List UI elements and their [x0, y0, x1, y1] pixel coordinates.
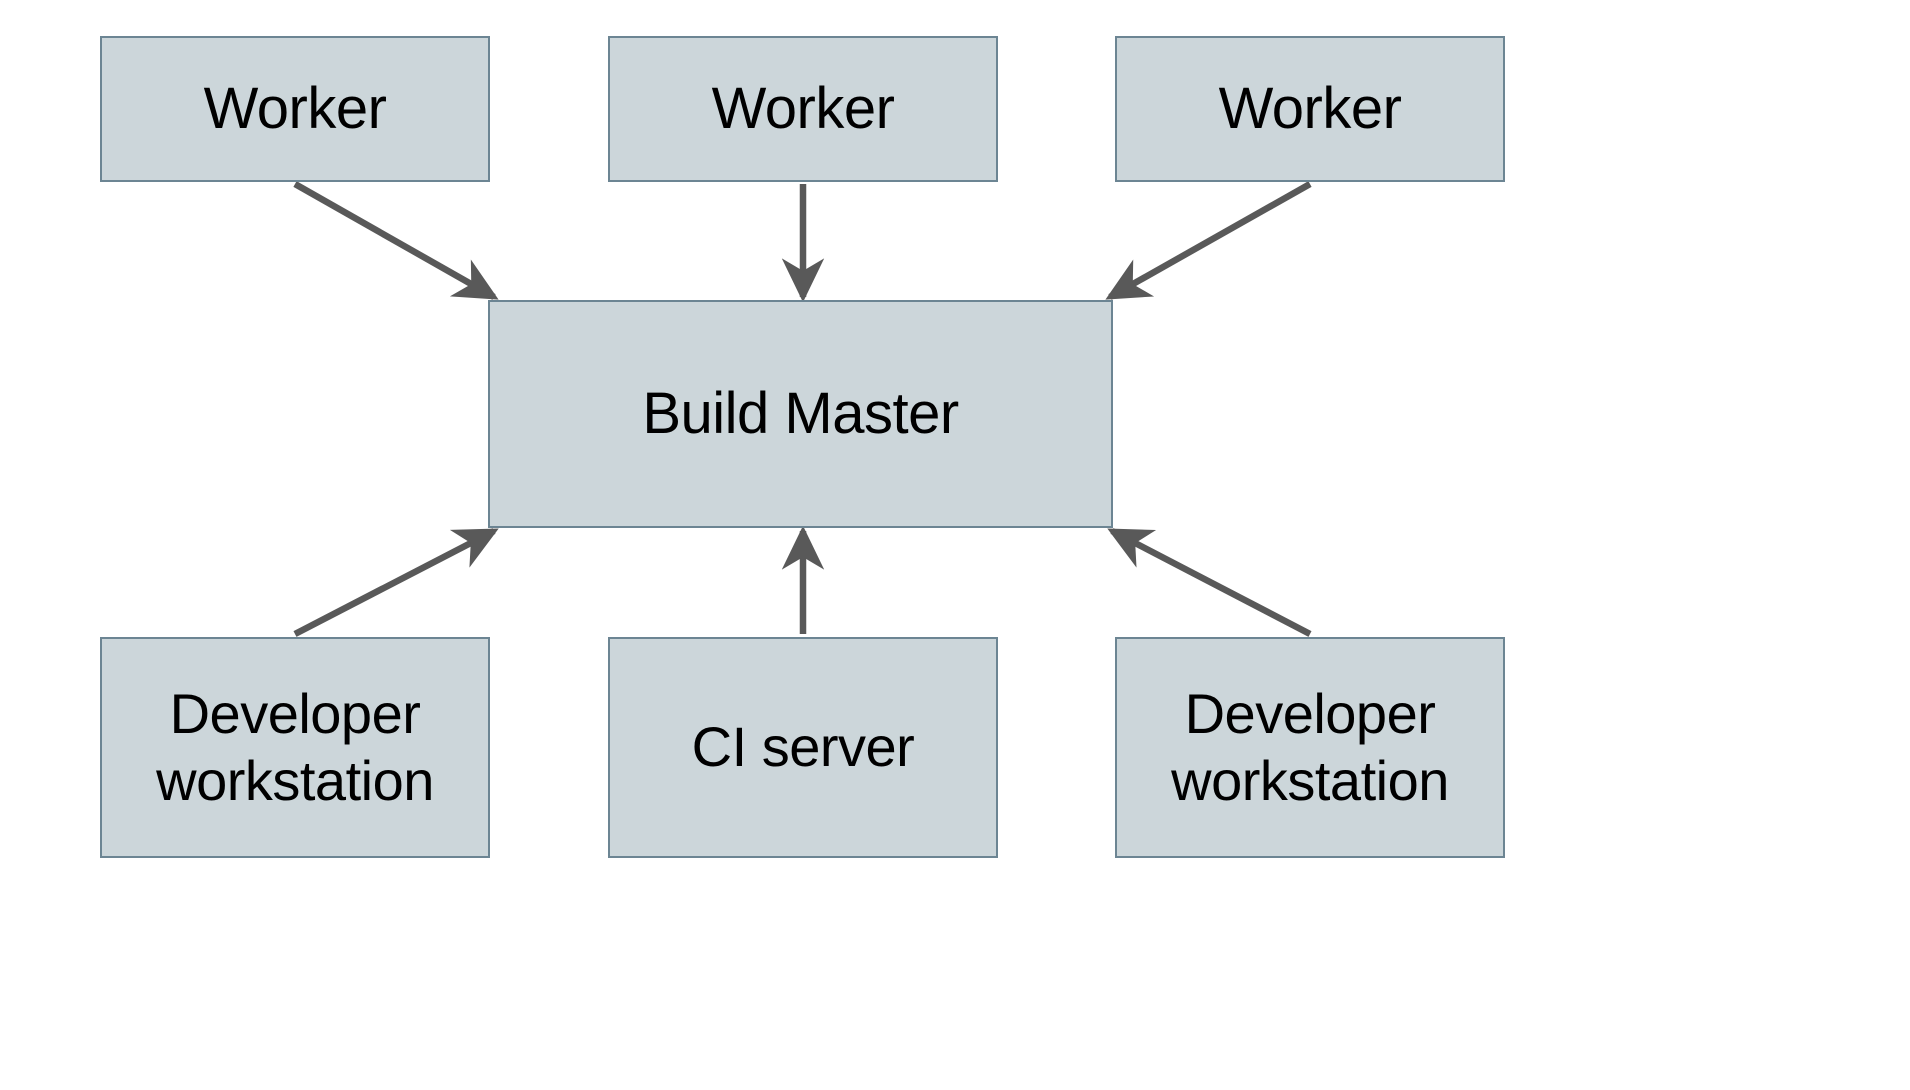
- node-worker-1[interactable]: Worker: [100, 36, 490, 182]
- node-developer-right[interactable]: Developer workstation: [1115, 637, 1505, 858]
- node-build-master-label: Build Master: [642, 380, 959, 446]
- node-ci-server-label: CI server: [691, 715, 915, 779]
- node-worker-3-label: Worker: [1218, 75, 1402, 141]
- edge-worker-3-to-build-master: [1105, 181, 1312, 300]
- node-worker-2-label: Worker: [711, 75, 895, 141]
- node-ci-server[interactable]: CI server: [608, 637, 998, 858]
- node-developer-left-label: Developer workstation: [156, 682, 434, 812]
- node-developer-right-label: Developer workstation: [1171, 682, 1449, 812]
- node-worker-1-label: Worker: [203, 75, 387, 141]
- edge-worker-1-to-build-master: [293, 181, 499, 300]
- edge-developer-left-to-build-master: [293, 528, 499, 637]
- node-worker-2[interactable]: Worker: [608, 36, 998, 182]
- node-worker-3[interactable]: Worker: [1115, 36, 1505, 182]
- node-build-master[interactable]: Build Master: [488, 300, 1113, 528]
- edge-developer-right-to-build-master: [1107, 528, 1312, 637]
- node-developer-left[interactable]: Developer workstation: [100, 637, 490, 858]
